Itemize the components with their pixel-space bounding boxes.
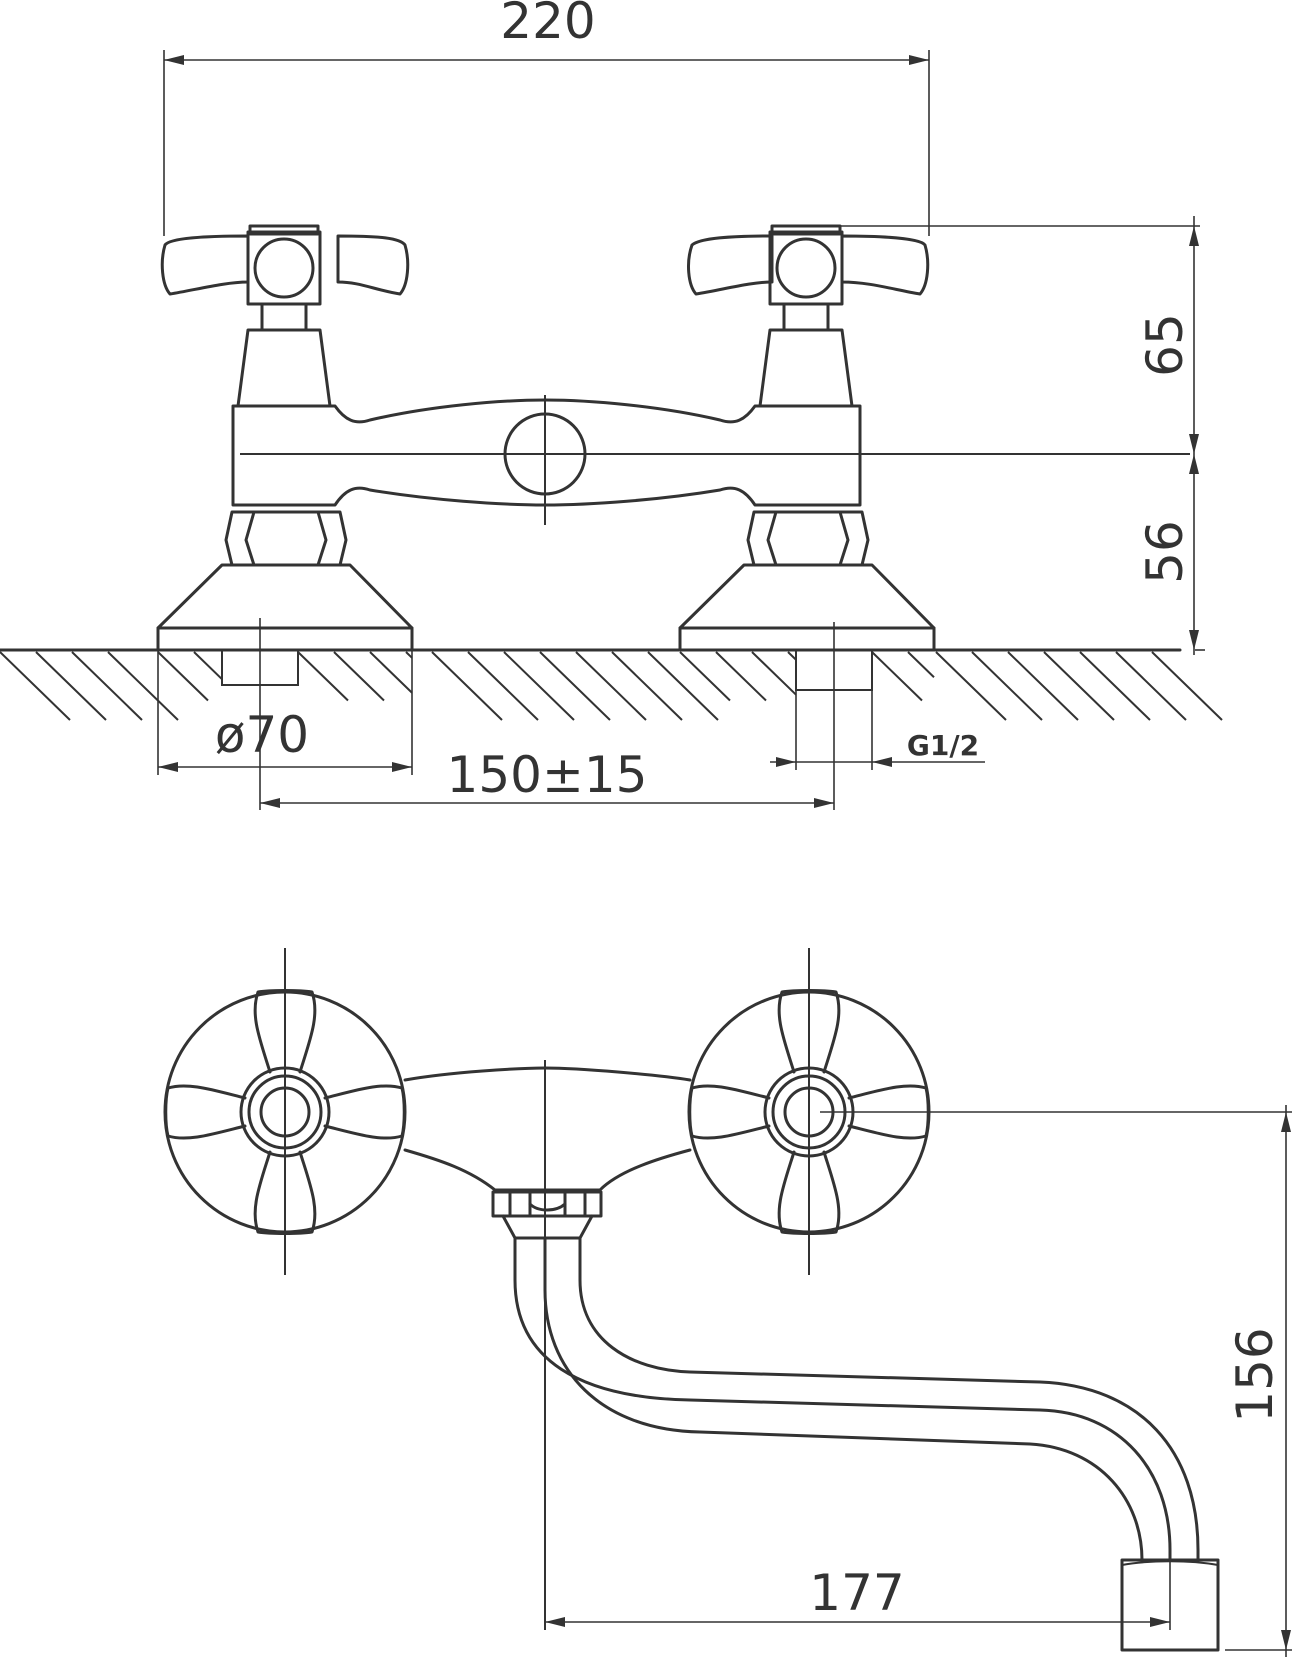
left-escutcheon bbox=[163, 989, 407, 1235]
dim-vertical-65-56: 65 56 bbox=[820, 216, 1205, 655]
dim-diameter-70: ø70 bbox=[157, 650, 413, 775]
top-body bbox=[403, 1066, 692, 1192]
dim-width-220: 220 bbox=[163, 0, 930, 236]
swivel-nut bbox=[491, 1190, 603, 1240]
spout bbox=[513, 1236, 1220, 1652]
dim-label-70: ø70 bbox=[215, 706, 309, 764]
left-cross-handle bbox=[160, 224, 410, 408]
right-flange bbox=[678, 510, 936, 695]
dim-center-150: 150±15 bbox=[259, 695, 835, 810]
right-cross-handle bbox=[687, 224, 930, 408]
dim-label-156: 156 bbox=[1226, 1327, 1284, 1422]
mixer-body bbox=[231, 395, 1190, 525]
dim-label-56: 56 bbox=[1136, 520, 1194, 584]
dim-spout-reach-177: 177 bbox=[545, 1560, 1171, 1630]
top-view: 156 177 bbox=[163, 948, 1292, 1657]
wall-hatching bbox=[0, 648, 1223, 721]
left-flange bbox=[156, 510, 414, 695]
dim-label-g12: G1/2 bbox=[907, 729, 979, 762]
dim-thread-g12: G1/2 bbox=[770, 690, 985, 770]
dim-label-65: 65 bbox=[1136, 313, 1194, 377]
dim-label-150: 150±15 bbox=[447, 746, 648, 804]
dim-label-220: 220 bbox=[500, 0, 595, 50]
dim-label-177: 177 bbox=[809, 1564, 904, 1622]
front-view: 220 65 56 ø70 bbox=[0, 0, 1223, 810]
dim-spout-height-156: 156 bbox=[820, 1105, 1292, 1657]
